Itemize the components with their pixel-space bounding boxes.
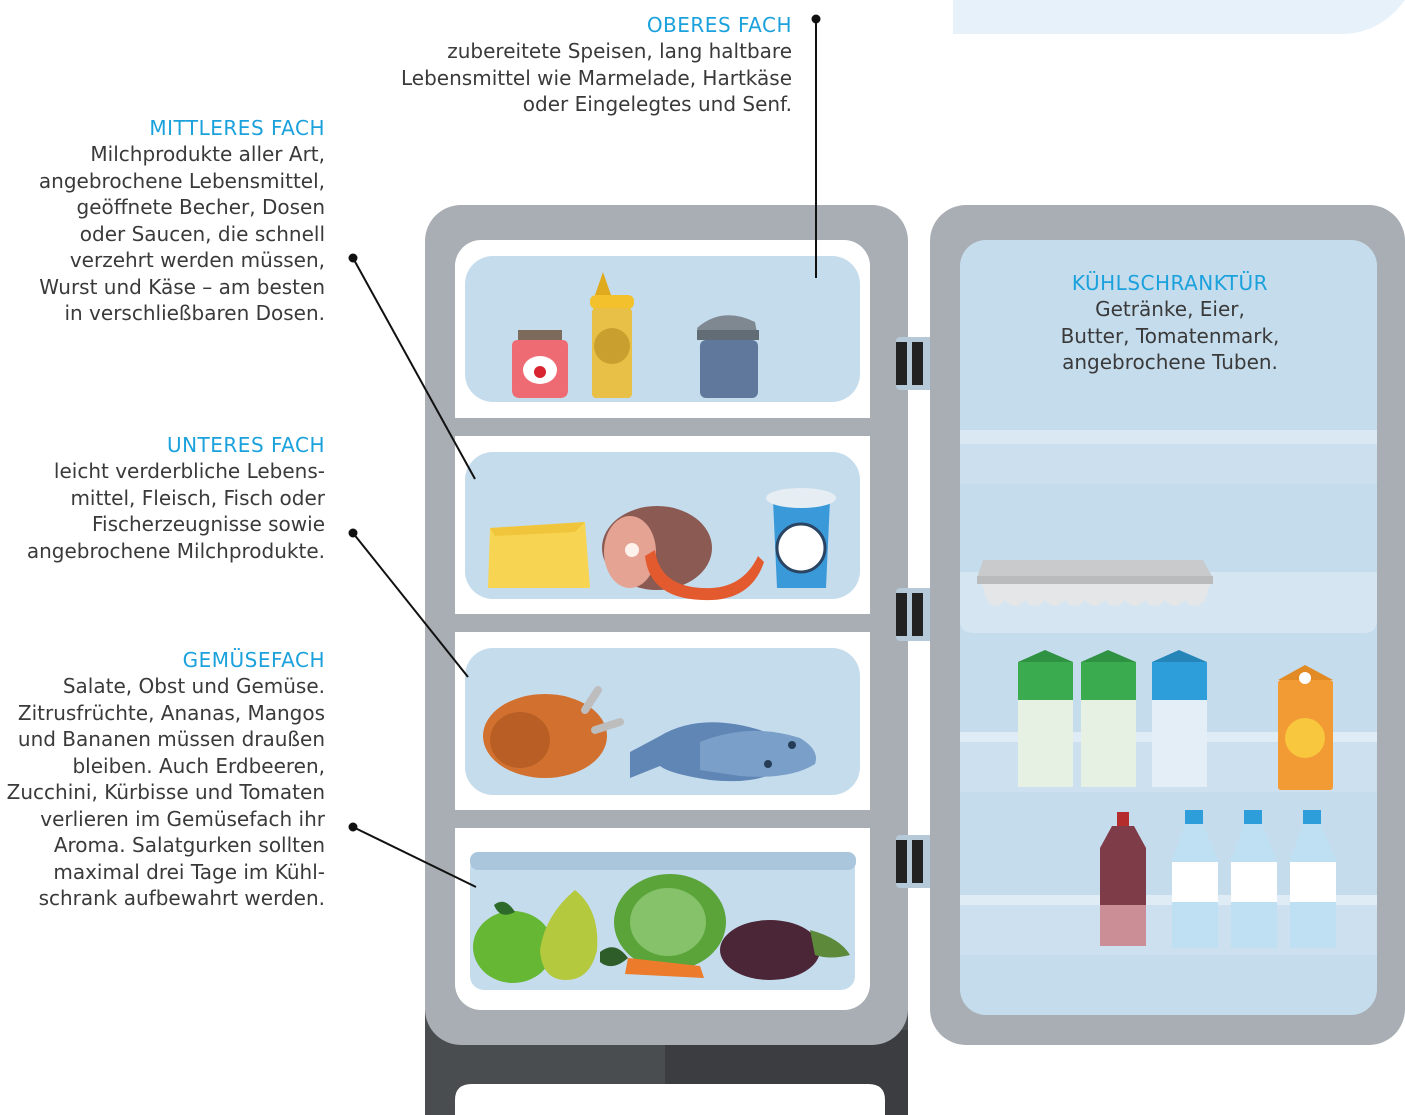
kuehlschranktuer-text: Getränke, Eier, Butter, Tomatenmark, ang… (1060, 297, 1280, 374)
milk-carton-green (1081, 650, 1136, 787)
ham (602, 506, 712, 590)
unteres-fach-heading: UNTERES FACH (166, 433, 325, 457)
cola-bottle (1100, 812, 1146, 946)
water-bottle (1290, 810, 1336, 948)
mittleres-fach-text: Milchprodukte aller Art, angebrochene Le… (38, 142, 325, 325)
kuehlschranktuer-heading: KÜHLSCHRANKTÜR (1071, 271, 1269, 295)
shelf-divider (425, 418, 908, 436)
sausage (645, 550, 764, 601)
egg-carton (977, 560, 1213, 606)
apple (473, 901, 553, 983)
cheese (488, 522, 590, 588)
mittleres-fach-heading: MITTLERES FACH (149, 116, 325, 140)
gemuesefach-heading: GEMÜSEFACH (182, 648, 325, 672)
roast-chicken (483, 686, 624, 778)
juice-carton (1278, 665, 1333, 790)
label-mittleres-fach: MITTLERES FACH Milchprodukte aller Art, … (0, 115, 325, 327)
cabbage (614, 874, 726, 970)
carrot (600, 947, 704, 978)
freezer-drawer (455, 1084, 885, 1115)
label-gemuesefach: GEMÜSEFACH Salate, Obst und Gemüse. Zitr… (0, 647, 325, 912)
mustard-bottle (590, 272, 634, 398)
eggplant (720, 920, 850, 980)
oberes-fach-heading: OBERES FACH (646, 13, 792, 37)
label-unteres-fach: UNTERES FACH leicht verderbliche Lebens-… (0, 432, 325, 564)
hinges (896, 337, 936, 888)
pear (540, 890, 598, 980)
shelf-divider (425, 614, 908, 632)
yogurt-cup (766, 488, 836, 588)
leader-lines (348, 14, 821, 888)
water-bottle (1172, 810, 1218, 948)
fish (630, 722, 816, 782)
preserve-jar (697, 315, 759, 398)
milk-carton-blue (1152, 650, 1207, 787)
label-kuehlschranktuer: KÜHLSCHRANKTÜR Getränke, Eier, Butter, T… (985, 270, 1355, 376)
milk-carton-green (1018, 650, 1073, 787)
gemuesefach-text: Salate, Obst und Gemüse. Zitrusfrüchte, … (6, 674, 325, 910)
unteres-fach-text: leicht verderbliche Lebens- mittel, Flei… (26, 459, 325, 563)
decor-blob (953, 0, 1405, 34)
oberes-fach-text: zubereitete Speisen, lang haltbare Leben… (401, 39, 792, 116)
jam-jar (512, 330, 568, 398)
shelf-divider (425, 810, 908, 828)
water-bottle (1231, 810, 1277, 948)
label-oberes-fach: OBERES FACH zubereitete Speisen, lang ha… (360, 12, 792, 118)
